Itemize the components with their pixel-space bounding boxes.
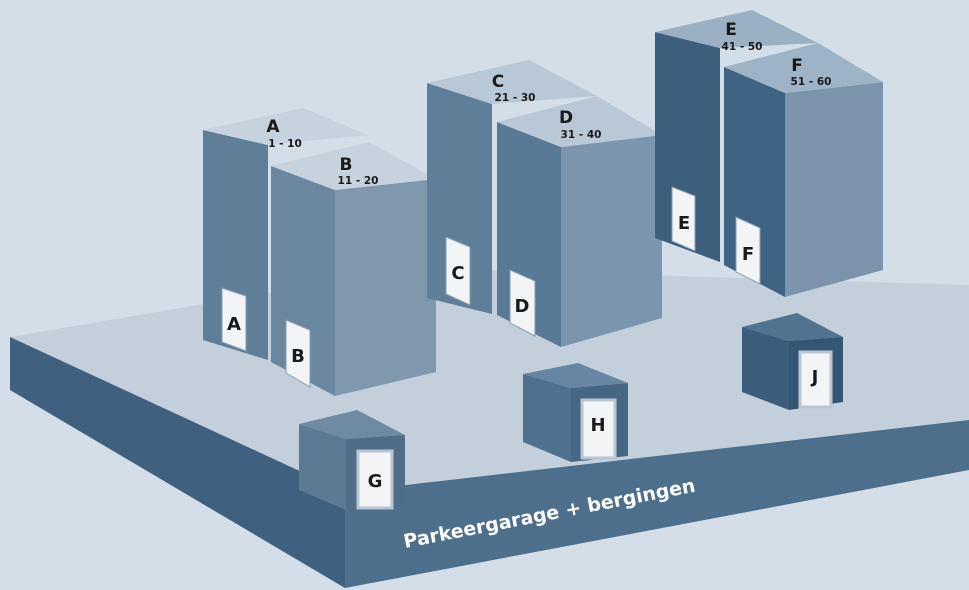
parking-garage-base: Parkeergarage + bergingen [10, 268, 969, 588]
building-f: F 51 - 60 F [724, 43, 883, 297]
storage-box-g-door [356, 449, 394, 510]
storage-box-j-left [742, 327, 789, 410]
storage-box-j-top [742, 313, 843, 341]
base-front-face [345, 420, 969, 588]
building-d-top-face [497, 96, 662, 147]
storage-box-j-door-label: J [810, 367, 819, 388]
building-d-door-label: D [515, 296, 530, 317]
building-b-door [285, 319, 311, 388]
building-f-range: 51 - 60 [791, 76, 832, 88]
storage-box-h-left [523, 374, 571, 462]
building-b-letter: B [340, 155, 353, 175]
storage-box-h-top [523, 363, 628, 388]
storage-box-h-door-label: H [590, 415, 605, 436]
storage-box-j-door [798, 350, 833, 409]
building-a-front-face [203, 130, 268, 360]
storage-box-g: G [299, 410, 405, 510]
building-a-top-face [203, 108, 368, 145]
building-f-door-label: F [742, 244, 754, 265]
building-d-door [509, 269, 536, 337]
building-e-top-face [655, 10, 818, 48]
building-e: E 41 - 50 E [655, 10, 818, 262]
building-f-door [735, 216, 761, 285]
building-f-side-face [785, 82, 883, 297]
storage-box-h-door [580, 398, 617, 460]
building-a-range: 1 - 10 [268, 138, 302, 150]
building-c-top-face [427, 60, 597, 104]
building-a-door-label: A [227, 314, 241, 335]
building-f-top-face [724, 43, 883, 93]
building-e-front-face [655, 32, 720, 262]
building-b-side-face [335, 179, 436, 396]
building-b: B 11 - 20 B [271, 142, 436, 396]
building-b-range: 11 - 20 [338, 175, 379, 187]
building-a: A 1 - 10 A [203, 108, 368, 360]
building-c: C 21 - 30 C [427, 60, 597, 314]
base-left-face [10, 337, 345, 588]
building-e-door-label: E [678, 213, 690, 234]
storage-box-h: H [523, 363, 628, 462]
building-e-letter: E [725, 20, 737, 40]
building-d-letter: D [559, 108, 573, 128]
building-d-side-face [561, 135, 662, 347]
storage-box-j: J [742, 313, 843, 410]
building-e-door [671, 186, 696, 252]
building-b-door-label: B [291, 346, 305, 367]
building-e-range: 41 - 50 [722, 41, 763, 53]
building-b-top-face [271, 142, 436, 190]
storage-box-g-top [299, 410, 405, 439]
building-c-door [445, 236, 471, 306]
building-c-front-face [427, 83, 492, 314]
building-f-letter: F [791, 56, 803, 76]
storage-box-g-door-label: G [368, 471, 383, 492]
storage-box-g-left [299, 424, 346, 510]
building-d-range: 31 - 40 [561, 129, 602, 141]
building-d: D 31 - 40 D [497, 96, 662, 347]
building-c-door-label: C [451, 263, 464, 284]
building-a-letter: A [266, 117, 280, 137]
building-c-letter: C [492, 72, 504, 92]
building-c-range: 21 - 30 [495, 92, 536, 104]
building-a-door [221, 287, 247, 352]
